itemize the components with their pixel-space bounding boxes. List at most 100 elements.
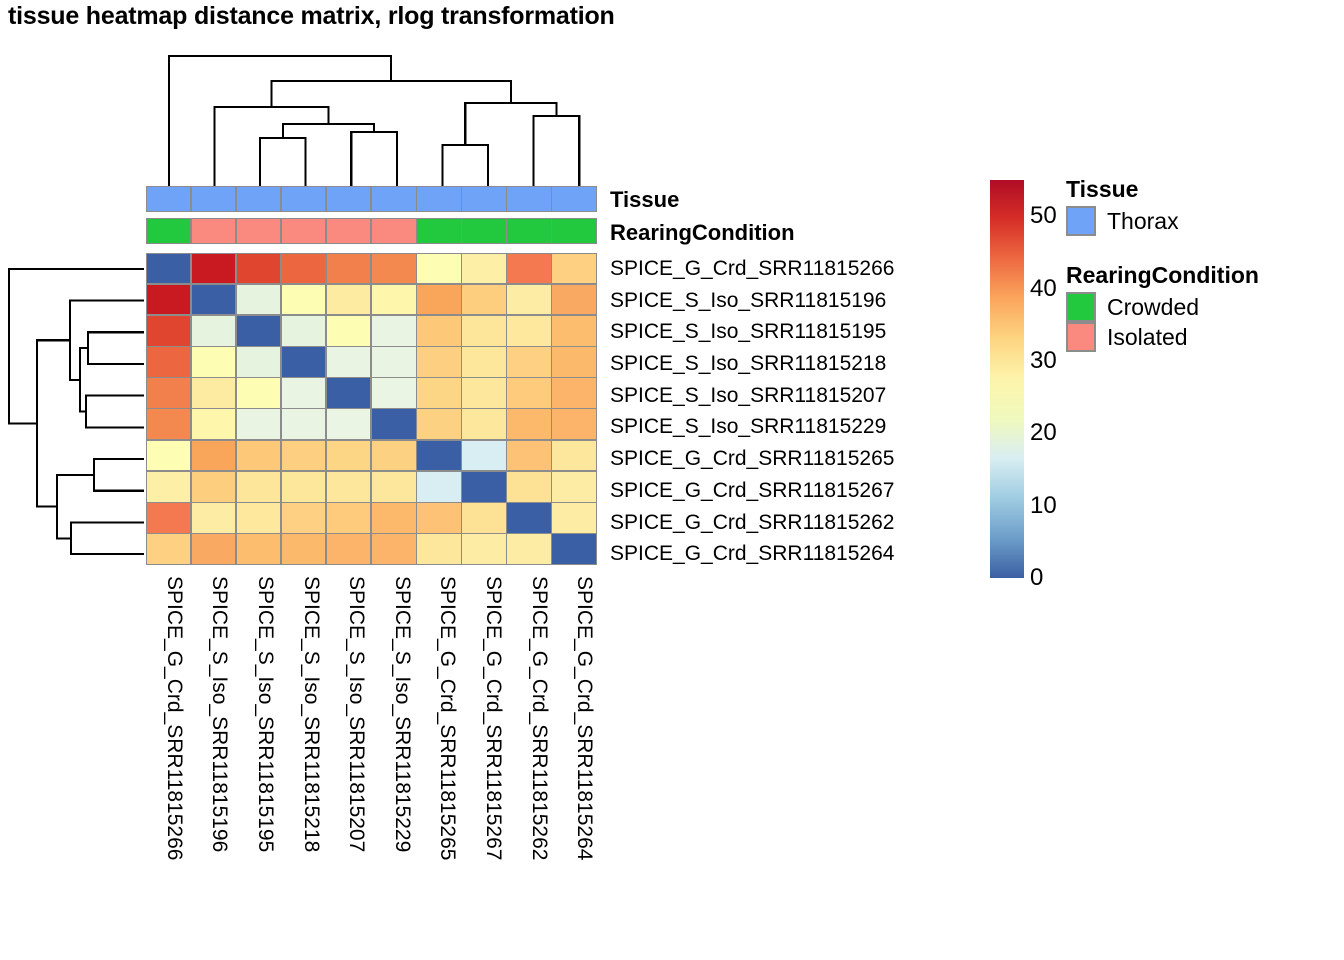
heatmap-cell	[370, 502, 417, 534]
annotation-cell-tissue	[506, 185, 552, 212]
annotation-cell-tissue	[280, 185, 327, 212]
legend-entry[interactable]: Thorax	[1066, 206, 1259, 236]
heatmap-cell	[370, 283, 417, 316]
row-label: SPICE_S_Iso_SRR11815218	[610, 352, 887, 376]
column-label: SPICE_G_Crd_SRR11815265	[436, 576, 460, 861]
annotation-cell-rearing-condition	[325, 217, 372, 244]
legend-title: RearingCondition	[1066, 262, 1259, 288]
heatmap-cell	[370, 439, 417, 472]
colorbar-gradient	[990, 180, 1024, 578]
legend-swatch	[1066, 322, 1096, 352]
annotation-cell-tissue	[416, 185, 462, 212]
heatmap-cell	[461, 346, 507, 378]
row-label: SPICE_G_Crd_SRR11815262	[610, 510, 895, 534]
heatmap-cell	[551, 377, 597, 409]
heatmap-cell	[416, 314, 462, 347]
heatmap-row	[145, 470, 597, 503]
heatmap-cell	[506, 346, 552, 378]
heatmap-cell	[280, 314, 327, 347]
colorbar-tick-label: 20	[1030, 419, 1057, 447]
annotation-cell-tissue	[461, 185, 507, 212]
annotation-cell-rearing-condition	[370, 217, 417, 244]
heatmap-cell	[235, 502, 282, 534]
heatmap-cell	[551, 502, 597, 534]
heatmap-cell	[551, 283, 597, 316]
heatmap-cell	[325, 408, 372, 441]
column-label: SPICE_G_Crd_SRR11815267	[481, 576, 505, 861]
legend-entry[interactable]: Crowded	[1066, 292, 1259, 322]
heatmap-cell	[416, 470, 462, 503]
heatmap-cell	[551, 346, 597, 378]
heatmap-cell	[145, 470, 192, 503]
row-label: SPICE_S_Iso_SRR11815229	[610, 415, 887, 439]
colorbar-tick-label: 50	[1030, 202, 1057, 230]
column-label: SPICE_S_Iso_SRR11815195	[253, 576, 277, 853]
heatmap-row	[145, 502, 597, 534]
column-label: SPICE_S_Iso_SRR11815229	[390, 576, 414, 853]
heatmap-cell	[145, 408, 192, 441]
annotation-label-tissue: Tissue	[610, 187, 680, 212]
annotation-bar-rearing-condition	[145, 217, 597, 244]
heatmap-cell	[551, 252, 597, 285]
annotation-cell-rearing-condition	[461, 217, 507, 244]
heatmap-cell	[551, 408, 597, 441]
heatmap-cell	[416, 252, 462, 285]
annotation-cell-tissue	[370, 185, 417, 212]
legend-title: Tissue	[1066, 176, 1139, 202]
heatmap-cell	[145, 346, 192, 378]
heatmap-row	[145, 252, 597, 285]
heatmap-cell	[280, 346, 327, 378]
heatmap-cell	[506, 439, 552, 472]
heatmap-cell	[551, 314, 597, 347]
annotation-cell-rearing-condition	[506, 217, 552, 244]
heatmap-cell	[325, 502, 372, 534]
heatmap-cell	[325, 470, 372, 503]
legend-entry[interactable]: Isolated	[1066, 322, 1259, 352]
heatmap-cell	[190, 502, 237, 534]
heatmap-cell	[506, 408, 552, 441]
heatmap-cell	[190, 377, 237, 409]
heatmap-cell	[416, 533, 462, 565]
heatmap-cell	[190, 346, 237, 378]
heatmap-row	[145, 377, 597, 409]
heatmap-cell	[551, 439, 597, 472]
heatmap-row	[145, 533, 597, 565]
heatmap-cell	[190, 252, 237, 285]
heatmap-cell	[461, 470, 507, 503]
heatmap-cell	[280, 408, 327, 441]
heatmap-cell	[551, 470, 597, 503]
heatmap-cell	[235, 377, 282, 409]
column-label: SPICE_G_Crd_SRR11815266	[162, 576, 186, 861]
heatmap-cell	[280, 470, 327, 503]
heatmap-cell	[235, 283, 282, 316]
heatmap-cell	[461, 502, 507, 534]
heatmap-cell	[280, 283, 327, 316]
heatmap-cell	[506, 502, 552, 534]
column-label: SPICE_S_Iso_SRR11815218	[299, 576, 323, 853]
heatmap-cell	[235, 408, 282, 441]
heatmap-cell	[325, 439, 372, 472]
heatmap-cell	[145, 377, 192, 409]
annotation-cell-rearing-condition	[235, 217, 282, 244]
heatmap-cell	[325, 314, 372, 347]
heatmap-cell	[280, 439, 327, 472]
row-label: SPICE_G_Crd_SRR11815264	[610, 542, 895, 566]
heatmap-cell	[190, 283, 237, 316]
colorbar-tick-label: 0	[1030, 564, 1044, 591]
heatmap-cell	[370, 470, 417, 503]
heatmap-cell	[551, 533, 597, 565]
heatmap-cell	[370, 408, 417, 441]
heatmap-matrix	[145, 252, 597, 565]
heatmap-cell	[461, 377, 507, 409]
heatmap-cell	[506, 377, 552, 409]
heatmap-cell	[416, 408, 462, 441]
heatmap-row	[145, 439, 597, 472]
heatmap-cell	[416, 377, 462, 409]
column-dendrogram	[146, 48, 602, 186]
heatmap-cell	[506, 252, 552, 285]
column-label: SPICE_S_Iso_SRR11815207	[344, 576, 368, 853]
heatmap-row	[145, 346, 597, 378]
annotation-cell-rearing-condition	[551, 217, 597, 244]
heatmap-cell	[416, 439, 462, 472]
